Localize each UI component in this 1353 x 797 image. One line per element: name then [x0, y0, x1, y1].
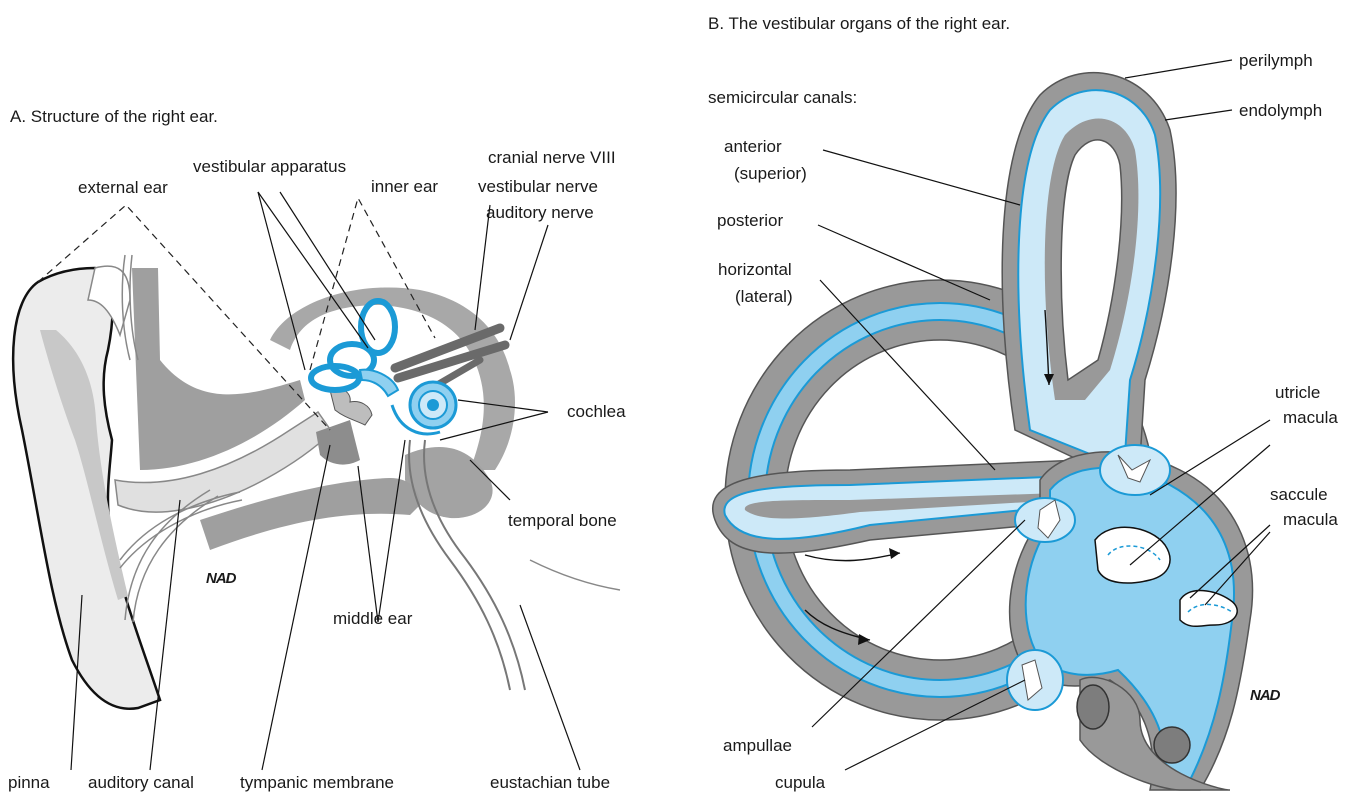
label-horizontal: horizontal — [718, 260, 792, 279]
vestibular-apparatus-small — [311, 301, 398, 396]
label-semicircular-canals: semicircular canals: — [708, 88, 857, 107]
ossicles — [330, 388, 372, 425]
label-lateral: (lateral) — [735, 287, 793, 306]
neck-outline — [530, 560, 620, 590]
label-cranial-nerve: cranial nerve VIII — [488, 148, 616, 167]
anterior-canal — [1002, 73, 1176, 470]
panel-a-title: A. Structure of the right ear. — [10, 107, 218, 126]
label-anterior: anterior — [724, 137, 782, 156]
label-tympanic-membrane: tympanic membrane — [240, 773, 394, 792]
label-cochlea: cochlea — [567, 402, 626, 421]
label-saccule: saccule — [1270, 485, 1328, 504]
signature-b: NAD — [1250, 687, 1281, 704]
panel-b: B. The vestibular organs of the right ea… — [708, 14, 1338, 792]
label-cupula: cupula — [775, 773, 826, 792]
label-inner-ear: inner ear — [371, 177, 438, 196]
cochlea-small — [392, 382, 456, 434]
label-middle-ear: middle ear — [333, 609, 413, 628]
label-auditory-nerve: auditory nerve — [486, 203, 594, 222]
label-utricle: utricle — [1275, 383, 1320, 402]
panel-a: A. Structure of the right ear. — [8, 107, 626, 792]
label-external-ear: external ear — [78, 178, 168, 197]
label-endolymph: endolymph — [1239, 101, 1322, 120]
label-posterior: posterior — [717, 211, 783, 230]
label-saccule-macula: macula — [1283, 510, 1338, 529]
panel-b-title: B. The vestibular organs of the right ea… — [708, 14, 1010, 33]
label-pinna: pinna — [8, 773, 50, 792]
label-temporal-bone: temporal bone — [508, 511, 617, 530]
label-vestibular-nerve: vestibular nerve — [478, 177, 598, 196]
label-auditory-canal: auditory canal — [88, 773, 194, 792]
label-vestibular-apparatus: vestibular apparatus — [193, 157, 346, 176]
label-superior: (superior) — [734, 164, 807, 183]
signature-a: NAD — [206, 570, 237, 587]
label-utricle-macula: macula — [1283, 408, 1338, 427]
label-eustachian-tube: eustachian tube — [490, 773, 610, 792]
label-ampullae: ampullae — [723, 736, 792, 755]
label-perilymph: perilymph — [1239, 51, 1313, 70]
